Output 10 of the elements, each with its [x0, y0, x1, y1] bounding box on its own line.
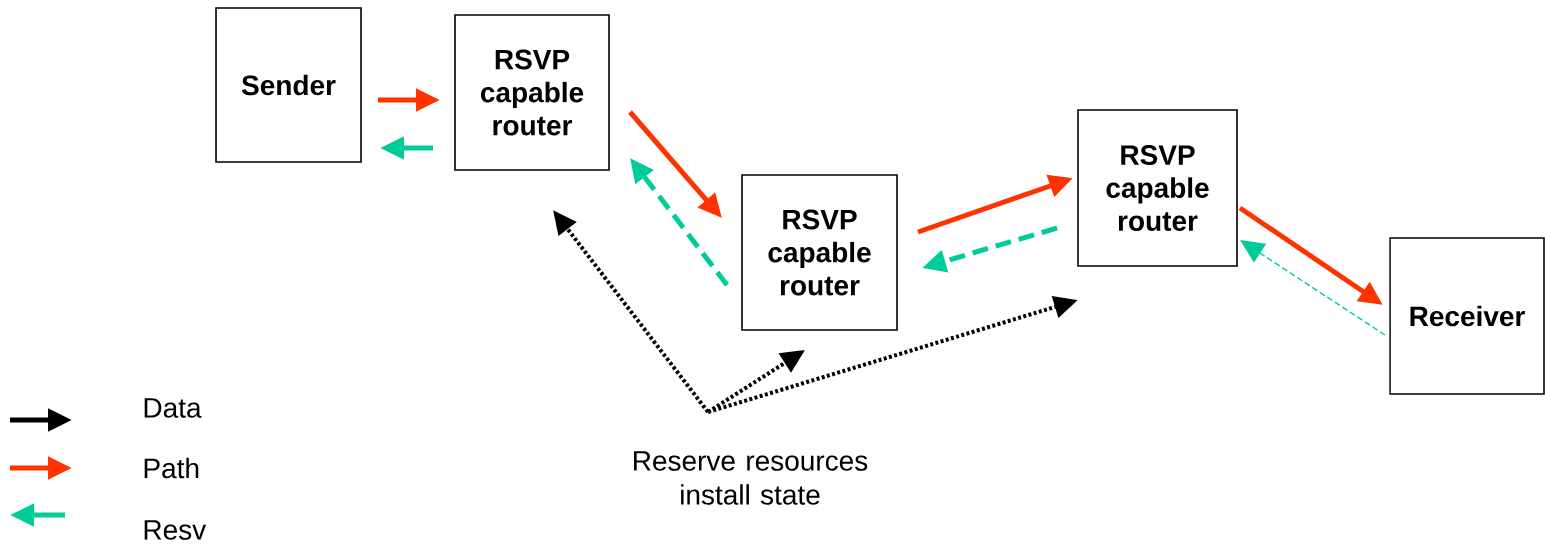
host-box: Sender	[215, 7, 362, 163]
arrow	[1240, 240, 1386, 336]
host-box: Receiver	[1389, 237, 1545, 395]
legend-label: Path	[144, 457, 199, 479]
annotation-text: Reserve resources install state	[634, 451, 868, 505]
legend-label: Resv	[144, 520, 207, 540]
router-box: RSVP capable router	[1077, 109, 1238, 267]
router-box: RSVP capable router	[741, 174, 898, 331]
router-box: RSVP capable router	[454, 14, 610, 171]
legend-label: Data	[144, 398, 202, 418]
